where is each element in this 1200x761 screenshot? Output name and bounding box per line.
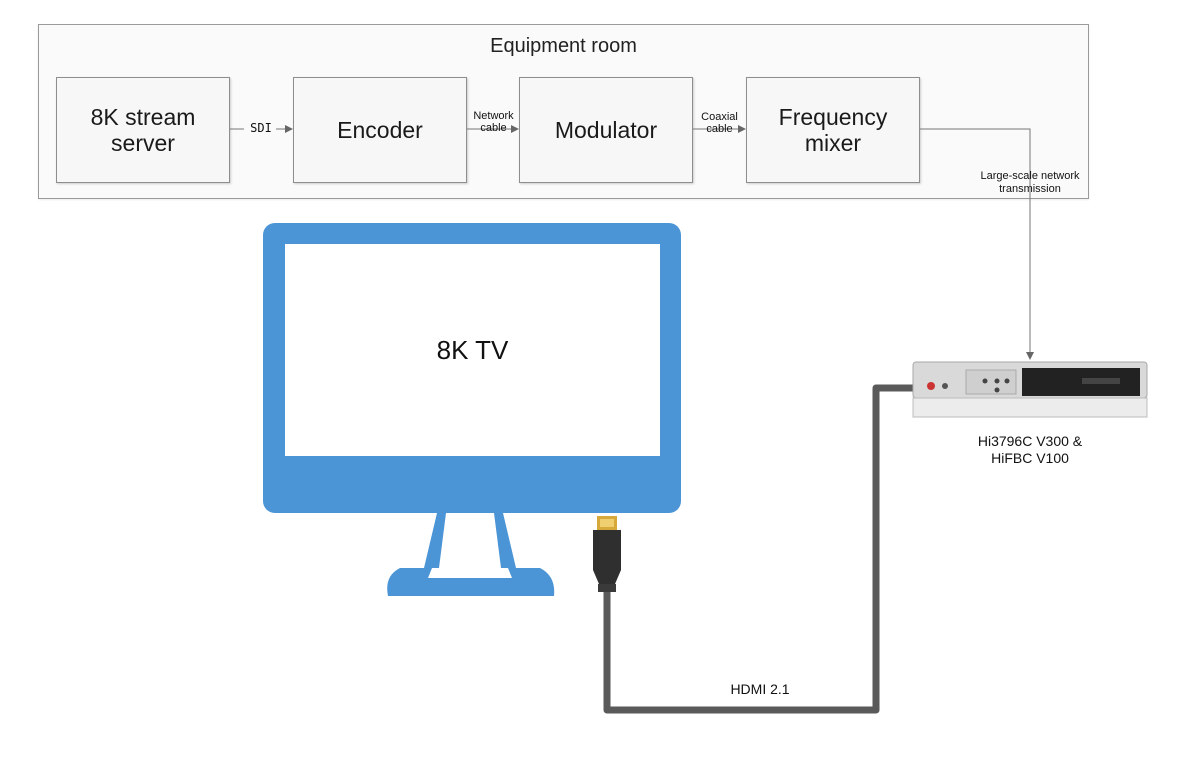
node-frequency-mixer: Frequency mixer — [746, 77, 920, 183]
arrow-mixer-to-set-top-box — [920, 128, 1034, 360]
hdmi-label: HDMI 2.1 — [730, 681, 790, 697]
node-modulator: Modulator — [519, 77, 693, 183]
hdmi-cable — [603, 384, 915, 714]
link-label-sdi: SDI — [250, 121, 272, 135]
set-top-box-label: Hi3796C V300 & HiFBC V100 — [977, 433, 1083, 466]
equipment-room-title: Equipment room — [490, 35, 637, 57]
tv-label: 8K TV — [436, 335, 509, 365]
link-label-coaxial-cable: Coaxial cable — [701, 111, 738, 135]
node-encoder: Encoder — [293, 77, 467, 183]
set-top-box-icon — [912, 361, 1148, 418]
link-label-network-cable: Network cable — [473, 110, 514, 134]
monitor-icon — [263, 223, 681, 596]
node-8k-stream-server: 8K stream server — [56, 77, 230, 183]
hdmi-connector-icon — [593, 516, 621, 592]
link-label-network-transmission: Large-scale network transmission — [980, 170, 1080, 195]
